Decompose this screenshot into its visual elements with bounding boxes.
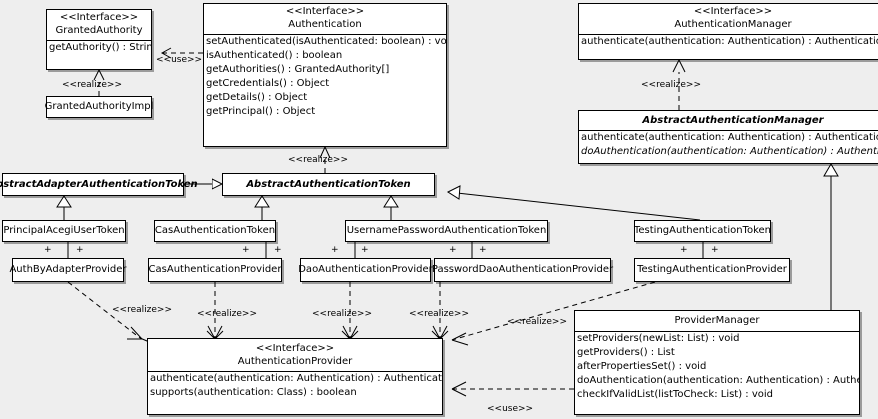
class-name: TestingAuthenticationProvider [637,264,787,275]
operation: afterPropertiesSet() : void [577,361,707,372]
operation: getAuthorities() : GrantedAuthority[] [206,64,390,75]
operation: doAuthentication(authentication: Authent… [581,146,878,157]
class-name: CasAuthenticationToken [154,225,276,236]
edge-label-realize-abstract-auth-manager: <<realize>> [641,80,701,90]
class-name: CasAuthenticationProvider [148,264,282,275]
class-auth-by-adapter-provider[interactable]: AuthByAdapterProvider [9,258,127,282]
operations-compartment: authenticate(authentication: Authenticat… [579,34,878,49]
class-cas-authentication-token[interactable]: CasAuthenticationToken [154,220,276,242]
class-abstract-authentication-token[interactable]: AbstractAuthenticationToken [222,173,435,196]
operation: getDetails() : Object [206,92,308,103]
operation: getProviders() : List [577,347,675,358]
operation: setAuthenticated(isAuthenticated: boolea… [206,36,446,47]
edge-label-realize-provider-manager: <<realize>> [507,317,567,327]
class-name: AuthenticationProvider [237,356,353,367]
multiplicity-marker: + [242,245,250,255]
class-granted-authority-impl[interactable]: GrantedAuthorityImpl [45,96,153,118]
multiplicity-marker: + [449,245,457,255]
class-name: GrantedAuthority [55,25,143,36]
edge-label-realize-cas-provider: <<realize>> [197,309,257,319]
multiplicity-marker: + [361,245,369,255]
class-testing-authentication-token[interactable]: TestingAuthenticationToken [634,220,771,242]
operations-compartment: setProviders(newList: List) : void getPr… [575,331,859,402]
operation: authenticate(authentication: Authenticat… [581,132,878,143]
operation: setProviders(newList: List) : void [577,333,740,344]
class-username-password-authentication-token[interactable]: UsernamePasswordAuthenticationToken [345,220,548,242]
operation: isAuthenticated() : boolean [206,50,343,61]
multiplicity-marker: + [331,245,339,255]
class-dao-authentication-provider[interactable]: DaoAuthenticationProvider [298,258,433,282]
class-granted-authority[interactable]: <<Interface>> GrantedAuthority getAuthor… [46,9,152,70]
class-name: PasswordDaoAuthenticationProvider [431,264,614,275]
class-name: DaoAuthenticationProvider [298,264,433,275]
multiplicity-marker: + [711,245,719,255]
multiplicity-marker: + [274,245,282,255]
operation: authenticate(authentication: Authenticat… [150,373,442,384]
class-name: AuthenticationManager [674,19,792,30]
class-name: AbstractAdapterAuthenticationToken [0,178,198,190]
class-cas-authentication-provider[interactable]: CasAuthenticationProvider [148,258,282,282]
edge-label-realize-auth-by-adapter: <<realize>> [112,305,172,315]
class-name: TestingAuthenticationToken [633,225,772,236]
operations-compartment: authenticate(authentication: Authenticat… [579,130,878,159]
class-header: <<Interface>> Authentication [204,4,446,34]
stereotype-label: <<Interface>> [59,12,139,23]
class-abstract-adapter-authentication-token[interactable]: AbstractAdapterAuthenticationToken [0,173,198,196]
operations-compartment: authenticate(authentication: Authenticat… [148,371,442,400]
class-authentication-manager[interactable]: <<Interface>> AuthenticationManager auth… [578,3,878,60]
class-name: AbstractAuthenticationManager [642,115,824,126]
class-header: <<Interface>> GrantedAuthority [47,10,151,40]
class-name: PrincipalAcegiUserToken [3,225,125,236]
operation: doAuthentication(authentication: Authent… [577,375,859,386]
edge-label-realize-dao-provider: <<realize>> [312,309,372,319]
multiplicity-marker: + [680,245,688,255]
class-password-dao-authentication-provider[interactable]: PasswordDaoAuthenticationProvider [432,258,613,282]
class-header: AbstractAuthenticationManager [579,111,878,130]
class-authentication[interactable]: <<Interface>> Authentication setAuthenti… [203,3,447,147]
class-name: AbstractAuthenticationToken [246,178,411,190]
class-header: <<Interface>> AuthenticationManager [579,4,878,34]
class-name: Authentication [288,19,362,30]
edge-label-realize-abstract-auth-token: <<realize>> [288,155,348,165]
edge-label-realize-password-dao-provider: <<realize>> [409,309,469,319]
edge-label-realize-granted-authority-impl: <<realize>> [62,80,122,90]
operation: supports(authentication: Class) : boolea… [150,387,357,398]
class-name: AuthByAdapterProvider [9,264,127,275]
class-name: ProviderManager [674,315,760,326]
stereotype-label: <<Interface>> [255,343,335,354]
stereotype-label: <<Interface>> [285,6,365,17]
class-principal-acegi-user-token[interactable]: PrincipalAcegiUserToken [2,220,126,242]
operations-compartment: getAuthority() : String [47,40,151,55]
operation: getPrincipal() : Object [206,106,316,117]
stereotype-label: <<Interface>> [693,6,773,17]
class-testing-authentication-provider[interactable]: TestingAuthenticationProvider [634,258,790,282]
operation: getCredentials() : Object [206,78,330,89]
multiplicity-marker: + [479,245,487,255]
class-name: GrantedAuthorityImpl [44,101,154,112]
operations-compartment: setAuthenticated(isAuthenticated: boolea… [204,34,446,119]
class-name: UsernamePasswordAuthenticationToken [346,225,547,236]
operation: getAuthority() : String [49,42,151,53]
class-header: ProviderManager [575,311,859,331]
operation: authenticate(authentication: Authenticat… [581,36,878,47]
class-header: <<Interface>> AuthenticationProvider [148,339,442,371]
edge-label-use-provider-manager: <<use>> [487,404,534,414]
class-abstract-authentication-manager[interactable]: AbstractAuthenticationManager authentica… [578,110,878,164]
class-authentication-provider[interactable]: <<Interface>> AuthenticationProvider aut… [147,338,443,415]
class-provider-manager[interactable]: ProviderManager setProviders(newList: Li… [574,310,860,415]
operation: checkIfValidList(listToCheck: List) : vo… [577,389,774,400]
edge-label-use-granted-authority: <<use>> [156,55,203,65]
multiplicity-marker: + [76,245,84,255]
multiplicity-marker: + [44,245,52,255]
